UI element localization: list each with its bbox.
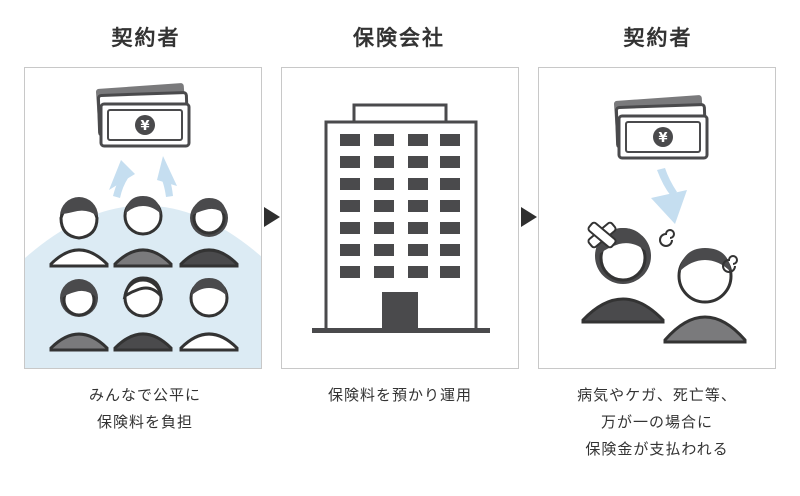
column-title-policyholders-receive: 契約者: [623, 26, 693, 50]
flow-arrow-1: [264, 207, 280, 227]
dizzy-swirl-icon: [659, 229, 738, 273]
building-window: [374, 156, 394, 168]
person-icon: [179, 198, 239, 268]
building-window: [440, 244, 460, 256]
caption-line: みんなで公平に: [88, 386, 201, 404]
banknote-stack-icon: ¥: [95, 83, 191, 148]
person-icon: [49, 279, 109, 352]
building-window: [408, 266, 428, 278]
building-window: [408, 200, 428, 212]
person-icon: [113, 196, 173, 268]
banknote-stack-icon: ¥: [613, 95, 709, 160]
downward-arrow-icon: [651, 168, 687, 224]
building-window: [340, 178, 360, 190]
beneficiaries-illustration: ¥: [581, 95, 747, 344]
policyholders-illustration: ¥: [25, 83, 261, 368]
person-icon: [49, 197, 109, 268]
building-window: [340, 266, 360, 278]
building-window: [440, 156, 460, 168]
sick-person-icon: [581, 221, 665, 324]
building-window: [340, 200, 360, 212]
panel-insurance-company: [281, 67, 519, 369]
flow-arrow-2: [521, 207, 537, 227]
building-window: [408, 222, 428, 234]
building-window: [340, 222, 360, 234]
building-window: [340, 134, 360, 146]
building-window: [408, 178, 428, 190]
building-window: [374, 200, 394, 212]
panel-policyholders: ¥: [24, 67, 262, 369]
caption-insurance-company: 保険料を預かり運用: [280, 382, 520, 409]
building-window: [440, 222, 460, 234]
building-window: [440, 266, 460, 278]
building-window: [408, 134, 428, 146]
building-window: [374, 266, 394, 278]
building-window: [374, 222, 394, 234]
caption-line: 病気やケガ、死亡等、: [577, 386, 737, 404]
building-window: [374, 178, 394, 190]
caption-policyholders: みんなで公平に保険料を負担: [25, 382, 265, 436]
caption-line: 保険料を預かり運用: [327, 386, 472, 404]
building-window: [440, 178, 460, 190]
column-title-insurance-company: 保険会社: [353, 26, 445, 50]
building-window: [374, 134, 394, 146]
caption-policyholders-receive: 病気やケガ、死亡等、万が一の場合に保険金が支払われる: [537, 382, 777, 463]
person-icon: [179, 278, 239, 352]
currency-symbol: ¥: [658, 131, 667, 146]
building-window: [408, 156, 428, 168]
caption-line: 保険料を負担: [96, 413, 193, 431]
bandage-icon: [587, 221, 617, 249]
person-icon: [113, 276, 173, 352]
building-window: [440, 200, 460, 212]
building-window: [440, 134, 460, 146]
building-window: [374, 244, 394, 256]
caption-line: 保険金が支払われる: [585, 440, 729, 458]
building-window: [340, 156, 360, 168]
panel-policyholders-receive: ¥: [538, 67, 776, 369]
dizzy-person-icon: [659, 229, 747, 344]
people-group-icon: [49, 196, 239, 352]
office-building-icon: [312, 103, 490, 333]
upward-arrows-icon: [109, 156, 177, 198]
building-window: [408, 244, 428, 256]
currency-symbol: ¥: [140, 119, 149, 134]
building-window: [340, 244, 360, 256]
column-title-policyholders: 契約者: [111, 26, 181, 50]
caption-line: 万が一の場合に: [600, 413, 713, 431]
